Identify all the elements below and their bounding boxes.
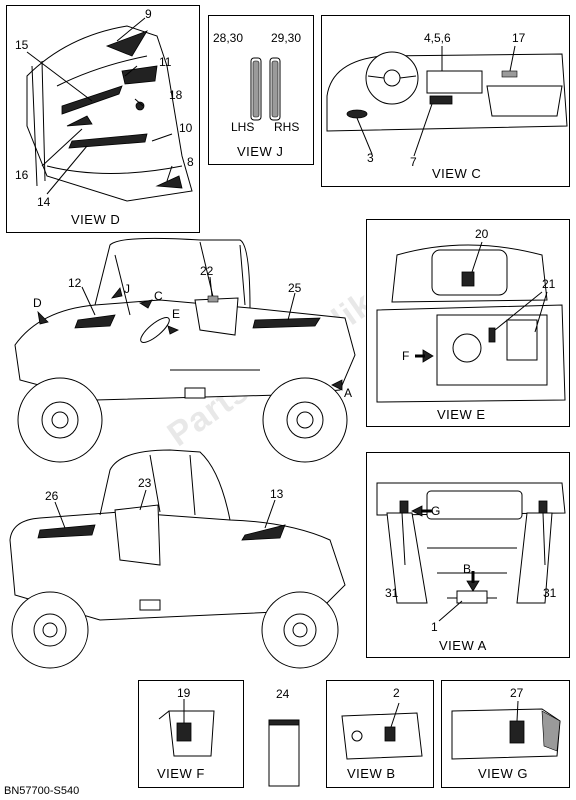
view-j-title: VIEW J bbox=[237, 144, 284, 159]
callout-27: 27 bbox=[510, 686, 524, 700]
arrow-label-a: A bbox=[344, 386, 353, 400]
callout-12: 12 bbox=[68, 276, 82, 290]
arrow-label-e: E bbox=[172, 307, 181, 321]
callout-25: 25 bbox=[288, 281, 302, 295]
view-j-left-ref: 28,30 bbox=[213, 31, 244, 45]
footer-code: BN57700-S540 bbox=[4, 785, 80, 797]
view-e-panel: 20 21 F VIEW E bbox=[366, 219, 570, 427]
callout-11: 11 bbox=[159, 55, 172, 69]
arrow-label-d: D bbox=[33, 296, 42, 310]
view-g-title: VIEW G bbox=[478, 766, 528, 781]
view-e-drawing bbox=[376, 241, 566, 403]
callout-20: 20 bbox=[475, 227, 489, 241]
view-g-panel: 27 VIEW G bbox=[441, 680, 570, 788]
view-j-rhs: RHS bbox=[274, 120, 300, 134]
view-d-panel: 9 15 11 18 10 16 14 8 VIEW D bbox=[6, 5, 200, 233]
callout-13: 13 bbox=[270, 487, 284, 501]
callout-9: 9 bbox=[145, 7, 152, 21]
view-d-title: VIEW D bbox=[71, 212, 121, 227]
callout-17: 17 bbox=[512, 31, 526, 45]
callout-31-right: 31 bbox=[543, 586, 557, 600]
callout-14: 14 bbox=[37, 195, 51, 209]
callout-8: 8 bbox=[187, 155, 194, 169]
view-j-lhs: LHS bbox=[231, 120, 255, 134]
view-g-drawing bbox=[451, 700, 561, 760]
view-a-panel: G B 31 31 1 VIEW A bbox=[366, 452, 570, 658]
callout-18: 18 bbox=[169, 88, 183, 102]
view-a-arrow-b: B bbox=[463, 562, 472, 576]
view-f-title: VIEW F bbox=[157, 766, 205, 781]
view-j-right-ref: 29,30 bbox=[271, 31, 302, 45]
callout-2: 2 bbox=[393, 686, 400, 700]
view-e-title: VIEW E bbox=[437, 407, 486, 422]
view-j-panel: 28,30 29,30 LHS RHS VIEW J bbox=[208, 15, 314, 165]
view-b-panel: 2 VIEW B bbox=[326, 680, 434, 788]
view-j-drawing bbox=[250, 57, 281, 121]
view-a-drawing bbox=[376, 482, 566, 622]
callout-19: 19 bbox=[177, 686, 191, 700]
callout-22: 22 bbox=[200, 264, 214, 278]
view-f-panel: 19 VIEW F bbox=[138, 680, 244, 788]
callout-21: 21 bbox=[542, 277, 556, 291]
callout-7: 7 bbox=[410, 155, 417, 169]
view-f-drawing bbox=[158, 699, 215, 757]
view-a-arrow-g: G bbox=[431, 504, 441, 518]
callout-4-5-6: 4,5,6 bbox=[424, 31, 451, 45]
arrow-label-j: J bbox=[124, 282, 130, 296]
view-b-title: VIEW B bbox=[347, 766, 396, 781]
callout-24: 24 bbox=[276, 687, 290, 701]
callout-23: 23 bbox=[138, 476, 152, 490]
view-d-drawing bbox=[26, 17, 193, 202]
callout-10: 10 bbox=[179, 121, 193, 135]
callout-31-left: 31 bbox=[385, 586, 399, 600]
callout-15: 15 bbox=[15, 38, 29, 52]
arrow-label-c: C bbox=[154, 289, 163, 303]
view-a-title: VIEW A bbox=[439, 638, 487, 653]
view-c-panel: 4,5,6 17 3 7 VIEW C bbox=[321, 15, 570, 187]
view-b-drawing bbox=[341, 702, 423, 760]
view-c-drawing bbox=[326, 45, 568, 157]
callout-16: 16 bbox=[15, 168, 29, 182]
view-e-arrow-f: F bbox=[402, 349, 410, 363]
callout-26: 26 bbox=[45, 489, 59, 503]
callout-1: 1 bbox=[431, 620, 438, 634]
callout-3: 3 bbox=[367, 151, 374, 165]
view-c-title: VIEW C bbox=[432, 166, 482, 181]
